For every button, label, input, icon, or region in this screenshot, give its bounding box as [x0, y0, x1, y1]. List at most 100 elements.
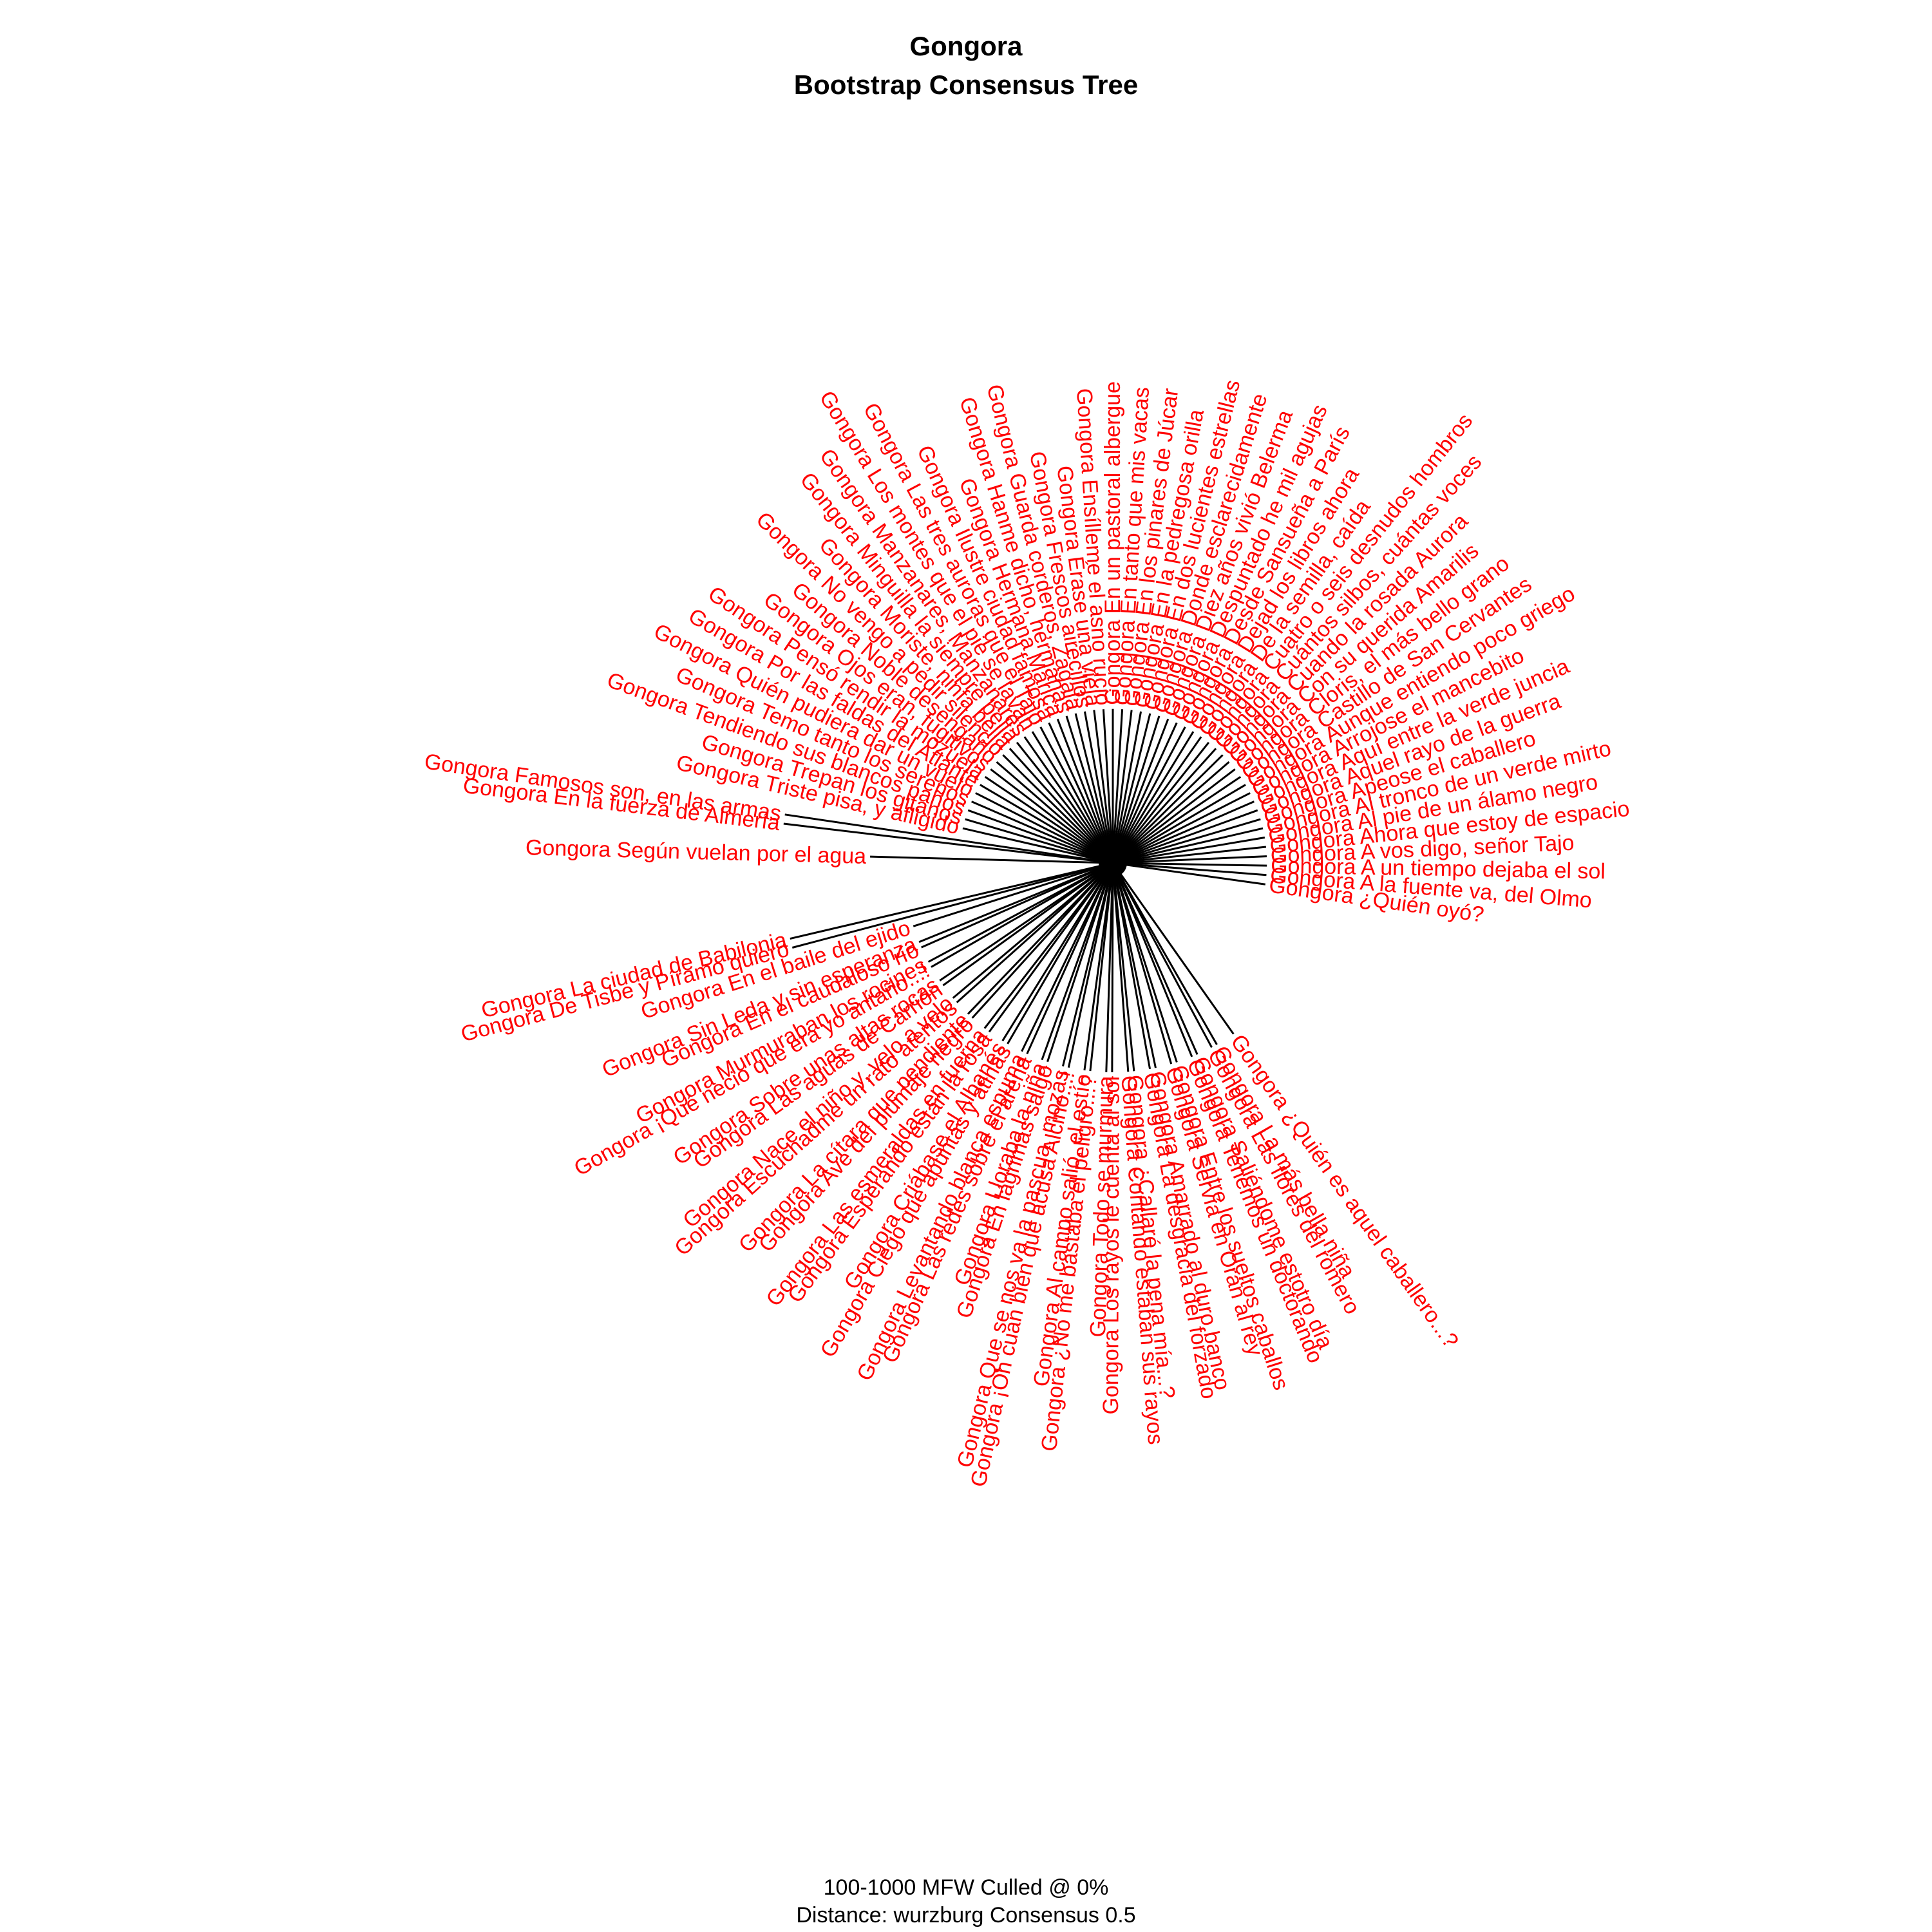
- tree-edge: [1009, 748, 1114, 864]
- tree-edge: [1112, 711, 1142, 864]
- tree-edge: [1112, 862, 1178, 1063]
- tree-edge: [1112, 862, 1218, 1045]
- tree-edge: [990, 768, 1113, 864]
- tree-edge: [1112, 862, 1173, 1065]
- tree-edge: [927, 862, 1113, 963]
- tree-edge: [983, 862, 1114, 1029]
- tree-edge: [1111, 862, 1114, 1073]
- tree-edge: [1112, 862, 1157, 1068]
- tree-edge: [1112, 761, 1230, 864]
- tree-edge: [971, 800, 1113, 864]
- tree-edge: [1112, 862, 1267, 876]
- tree-edge: [967, 862, 1114, 1015]
- tree-edge: [913, 862, 1113, 927]
- tree-edge: [1112, 862, 1266, 886]
- tree-edge: [1074, 713, 1114, 864]
- leaf-label: Gongora A un tiempo dejaba el sol: [1271, 853, 1605, 884]
- tree-edge: [1016, 741, 1114, 864]
- leaf-label: Gongora Según vuelan por el agua: [526, 835, 867, 869]
- tree-edge: [1112, 784, 1246, 864]
- tree-edge: [1112, 818, 1261, 864]
- figure-title: Gongora: [909, 31, 1023, 61]
- tree-edge: [962, 827, 1113, 864]
- tree-edge: [1112, 837, 1265, 864]
- tree-edge: [1093, 710, 1114, 864]
- leaf-label: Gongora En un pastoral albergue: [1101, 381, 1125, 705]
- tree-edge: [988, 862, 1114, 1033]
- tree-edge: [1112, 736, 1202, 864]
- tree-edge: [1007, 862, 1114, 1045]
- tree-edge: [1039, 726, 1114, 864]
- tree-edge: [1112, 775, 1242, 864]
- tree-edge: [1112, 862, 1135, 1072]
- tree-edge: [1067, 862, 1114, 1068]
- tree-edge: [1026, 862, 1114, 1055]
- tree-edge: [790, 862, 1113, 940]
- tree-edge: [1112, 855, 1267, 864]
- tree-edge: [1089, 862, 1114, 1072]
- tree-edge: [1112, 709, 1124, 864]
- tree-edge: [1112, 715, 1160, 864]
- tree-edge: [1112, 862, 1235, 1035]
- tree-edge: [1112, 809, 1258, 864]
- tree-edge: [939, 862, 1113, 981]
- tree-edge: [980, 784, 1113, 864]
- tree-edge: [1083, 711, 1114, 864]
- figure-subtitle: Bootstrap Consensus Tree: [793, 70, 1139, 100]
- tree-edge: [1046, 862, 1114, 1063]
- tree-edge: [791, 862, 1113, 949]
- tree-edge: [1112, 800, 1255, 864]
- tree-edge: [1041, 862, 1114, 1061]
- tree-edge: [1001, 862, 1114, 1042]
- tree-edge: [1102, 709, 1114, 864]
- tree-edges: [783, 708, 1267, 1073]
- tree-edge: [1062, 862, 1114, 1066]
- tree-edge: [967, 809, 1113, 864]
- tree-edge: [918, 862, 1113, 943]
- footer-distance: Distance: wurzburg Consensus 0.5: [796, 1903, 1136, 1927]
- tree-edge: [870, 855, 1113, 864]
- tree-edge: [984, 775, 1113, 864]
- tree-edge: [1112, 862, 1198, 1055]
- tree-edge: [1023, 736, 1114, 864]
- tree-edge: [942, 862, 1113, 987]
- tree-edge: [1112, 862, 1213, 1048]
- tree-edge: [784, 813, 1113, 864]
- tree-edge: [1112, 731, 1195, 864]
- tree-edge: [1112, 741, 1210, 864]
- tree-labels: Gongora ¿Quién oyó?Gongora A la fuente v…: [423, 377, 1631, 1489]
- tree-edge: [1112, 726, 1186, 864]
- tree-edge: [975, 792, 1113, 864]
- tree-edge: [965, 818, 1113, 864]
- tree-edge: [1031, 731, 1114, 864]
- tree-edge: [1112, 719, 1170, 864]
- tree-edge: [1112, 862, 1130, 1072]
- tree-edge: [1112, 710, 1133, 864]
- tree-edge: [1112, 792, 1251, 864]
- tree-edge: [1112, 862, 1193, 1057]
- tree-edge: [1112, 862, 1151, 1070]
- tree-edge: [1021, 862, 1114, 1052]
- tree-edge: [1083, 862, 1114, 1071]
- tree-edge: [1112, 768, 1236, 864]
- tree-edge: [956, 862, 1113, 1003]
- tree-edge: [952, 862, 1113, 999]
- tree-edge: [1112, 754, 1224, 864]
- tree-edge: [783, 822, 1113, 864]
- tree-edge: [921, 862, 1113, 949]
- tree-edge: [1065, 715, 1114, 864]
- tree-edge: [1105, 862, 1114, 1072]
- tree-edge: [1048, 722, 1114, 864]
- tree-edge: [1112, 748, 1217, 864]
- tree-edge: [1112, 722, 1178, 864]
- footer-mfw: 100-1000 MFW Culled @ 0%: [823, 1875, 1109, 1900]
- tree-edge: [1002, 754, 1114, 864]
- tree-edge: [996, 761, 1113, 864]
- tree-edge: [1056, 719, 1114, 864]
- tree-edge: [1112, 862, 1267, 867]
- tree-edge: [1112, 827, 1264, 864]
- tree-edge: [1112, 713, 1151, 864]
- leaf-label: Gongora Los rayos le cuenta al sol: [1099, 1076, 1124, 1415]
